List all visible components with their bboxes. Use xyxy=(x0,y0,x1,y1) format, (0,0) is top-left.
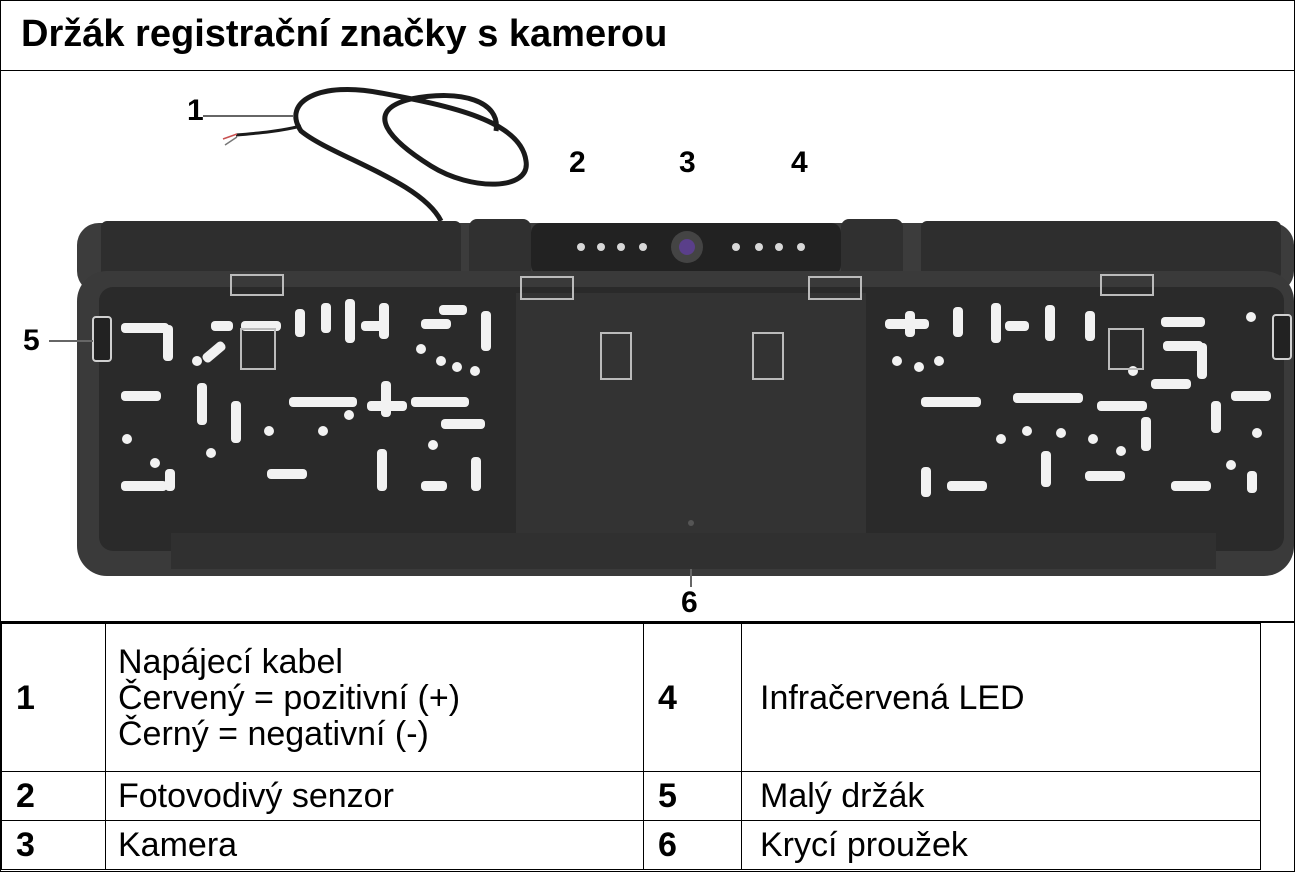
callout-3: 3 xyxy=(679,146,696,179)
led-dots-graphic xyxy=(577,243,805,251)
part-description: Napájecí kabel Červený = pozitivní (+) Č… xyxy=(105,623,644,772)
license-plate-holder-image xyxy=(49,87,1294,587)
small-bracket-graphic xyxy=(92,314,1292,362)
part-description: Fotovodivý senzor xyxy=(105,771,644,821)
part-description: Infračervená LED xyxy=(741,623,1261,772)
part-number: 5 xyxy=(643,771,742,821)
part-description: Krycí proužek xyxy=(741,820,1261,870)
table-row: 3 Kamera 6 Krycí proužek xyxy=(1,820,1261,870)
part-description: Malý držák xyxy=(741,771,1261,821)
part-number: 1 xyxy=(1,623,106,772)
title-row: Držák registrační značky s kamerou xyxy=(1,1,1294,71)
callout-2: 2 xyxy=(569,146,586,179)
table-row: 1 Napájecí kabel Červený = pozitivní (+)… xyxy=(1,623,1261,772)
part-number: 6 xyxy=(643,820,742,870)
callout-6: 6 xyxy=(681,586,698,619)
product-illustration: 1 2 3 4 5 6 xyxy=(1,71,1294,623)
table-row: 2 Fotovodivý senzor 5 Malý držák xyxy=(1,771,1261,821)
part-number: 3 xyxy=(1,820,106,870)
part-number: 4 xyxy=(643,623,742,772)
center-bracket-outlines xyxy=(230,274,1154,380)
part-description: Kamera xyxy=(105,820,644,870)
cable-wires-graphic xyxy=(222,133,238,146)
part-number: 2 xyxy=(1,771,106,821)
power-cable-graphic xyxy=(235,87,529,223)
part-description-line: Červený = pozitivní (+) xyxy=(118,678,461,717)
callout-1: 1 xyxy=(187,94,204,127)
cover-strip-graphic xyxy=(171,533,1216,569)
mounting-holes-left xyxy=(121,299,491,491)
callout-5: 5 xyxy=(23,324,40,357)
callout-4: 4 xyxy=(791,146,808,179)
part-description-line: Napájecí kabel xyxy=(118,642,343,681)
page-title: Držák registrační značky s kamerou xyxy=(21,13,668,55)
part-description-line: Černý = negativní (-) xyxy=(118,714,429,753)
parts-table: 1 Napájecí kabel Červený = pozitivní (+)… xyxy=(1,623,1261,870)
